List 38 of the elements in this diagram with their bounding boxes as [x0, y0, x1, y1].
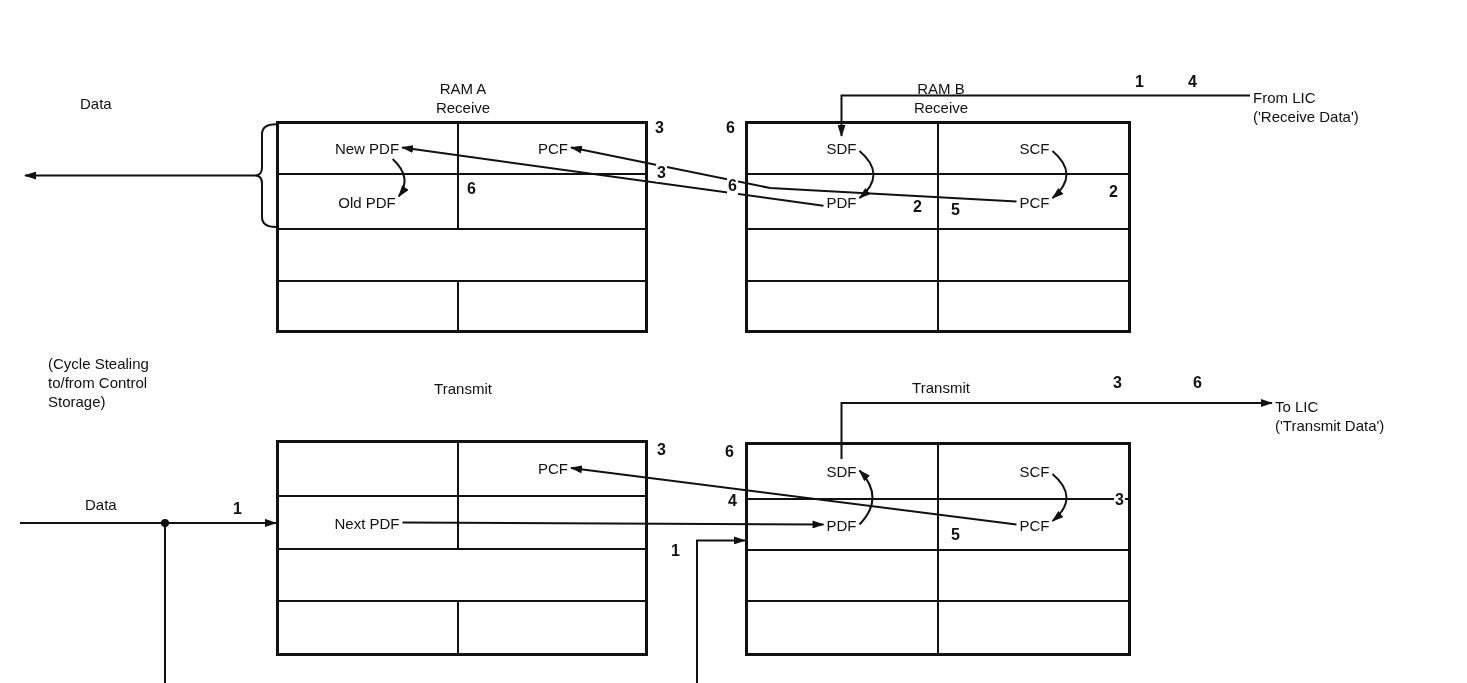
- arrow: [1051, 149, 1068, 200]
- field-name: Old PDF: [338, 193, 396, 210]
- field-name: SCF: [1019, 462, 1050, 479]
- arrow: [24, 123, 277, 228]
- field-name: PCF: [1019, 193, 1050, 210]
- field-name: SDF: [826, 462, 857, 479]
- step-number: 6: [727, 177, 738, 195]
- field-name: PCF: [538, 459, 568, 477]
- field-name: SDF: [826, 139, 857, 156]
- arrow: [391, 158, 409, 198]
- table-heading: Transmit: [433, 379, 493, 398]
- interface-label: From LIC ('Receive Data'): [1253, 88, 1363, 126]
- arrow: [858, 469, 874, 526]
- field-name: PCF: [538, 139, 568, 156]
- arrow: [1051, 472, 1068, 523]
- arrow: [837, 94, 1251, 137]
- interface-label: To LIC ('Transmit Data'): [1275, 397, 1387, 435]
- field-name: PDF: [826, 193, 857, 210]
- arrow: [696, 536, 746, 683]
- field-name: PDF: [826, 516, 857, 533]
- edge-label: Data: [85, 495, 117, 514]
- arrow: [570, 145, 1018, 203]
- arrow: [840, 399, 1273, 460]
- arrow: [858, 149, 875, 200]
- edge-label: Data: [80, 94, 112, 113]
- arrow: [570, 465, 1018, 526]
- arrow: [401, 520, 825, 529]
- field-name: New PDF: [334, 139, 400, 156]
- table-heading: RAM A Receive: [434, 79, 492, 117]
- table-heading: Transmit: [911, 378, 971, 397]
- note-text: (Cycle Stealing to/from Control Storage): [48, 354, 150, 411]
- arrow: [19, 518, 277, 683]
- field-name: PCF: [1019, 516, 1050, 533]
- arrow: [401, 145, 825, 207]
- field-name: SCF: [1019, 139, 1050, 156]
- step-number: 3: [656, 164, 667, 182]
- field-name: Next PDF: [334, 514, 400, 531]
- table-heading: RAM B Receive: [912, 79, 970, 117]
